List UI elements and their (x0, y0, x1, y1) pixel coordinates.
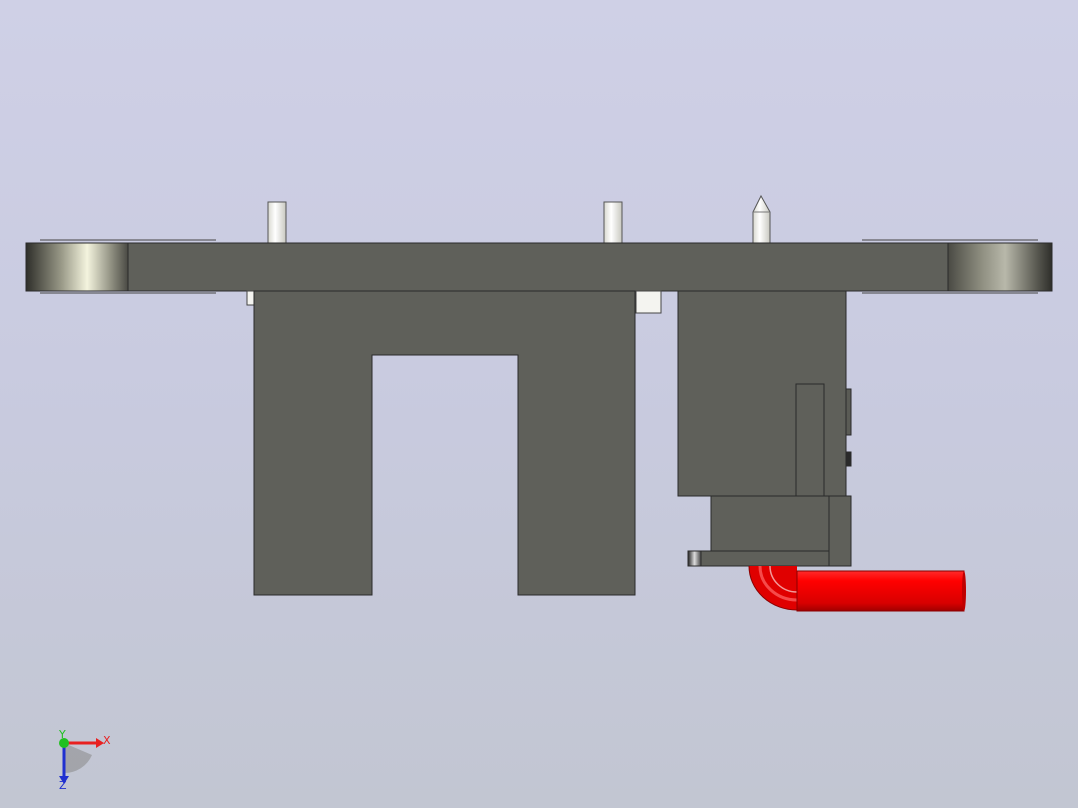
right-bearing (947, 242, 1053, 292)
motor-assembly (677, 290, 852, 567)
pin-middle (603, 201, 623, 245)
red-cable (748, 565, 966, 612)
u-bracket (253, 290, 636, 596)
main-arm (25, 242, 1053, 292)
z-axis-label: Z (59, 779, 67, 792)
left-flange (40, 239, 216, 294)
right-flange (862, 239, 1038, 294)
left-bearing (25, 242, 129, 292)
tab-middle (635, 290, 662, 314)
y-axis-label: Y (58, 728, 66, 741)
pointed-pin (752, 194, 771, 244)
y-axis-dot (59, 738, 69, 748)
pin-left (267, 201, 287, 245)
orientation-triad[interactable]: X Y Z (58, 728, 111, 792)
x-axis-label: X (103, 734, 111, 747)
tab-left (246, 290, 255, 306)
